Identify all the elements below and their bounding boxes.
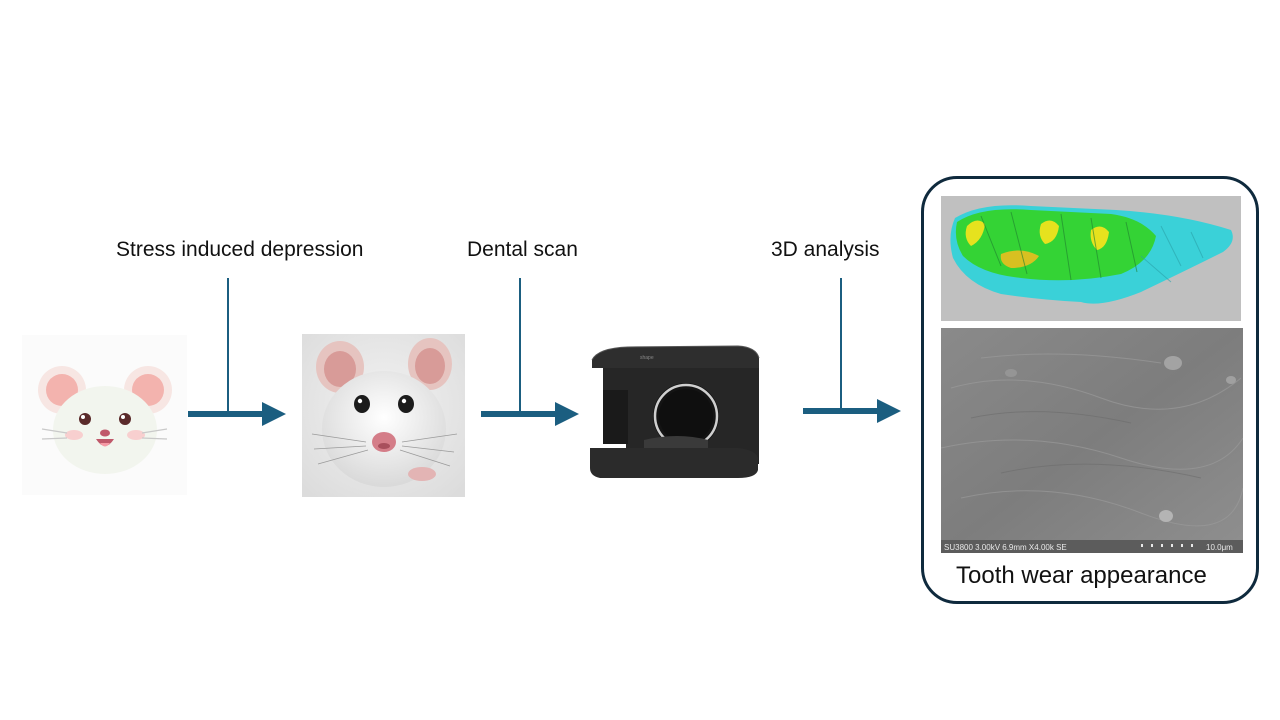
cartoon-mouse-icon [22, 335, 187, 495]
arrow-3-head [877, 399, 901, 423]
result-caption: Tooth wear appearance [956, 562, 1207, 589]
scan-pointer-line [519, 278, 521, 413]
sem-micrograph-image: SU3800 3.00kV 6.9mm X4.00k SE 10.0μm [940, 328, 1244, 553]
rat-photo [302, 334, 465, 497]
stress-pointer-line [227, 278, 229, 413]
result-panel [921, 176, 1259, 604]
arrow-2-head [555, 402, 579, 426]
stress-label: Stress induced depression [116, 238, 364, 261]
arrow-3-shaft [803, 408, 879, 414]
scan-label: Dental scan [467, 238, 578, 261]
sem-scale-text: 10.0μm [1206, 543, 1233, 552]
svg-text:shape: shape [640, 355, 654, 361]
arrow-1-head [262, 402, 286, 426]
analysis-pointer-line [840, 278, 842, 413]
arrow-1-shaft [188, 411, 264, 417]
sem-info-text: SU3800 3.00kV 6.9mm X4.00k SE [944, 543, 1067, 552]
dental-scanner-image: shape [588, 340, 763, 485]
tooth-3d-colormap-image [941, 196, 1241, 321]
arrow-2-shaft [481, 411, 557, 417]
analysis-label: 3D analysis [771, 238, 880, 261]
